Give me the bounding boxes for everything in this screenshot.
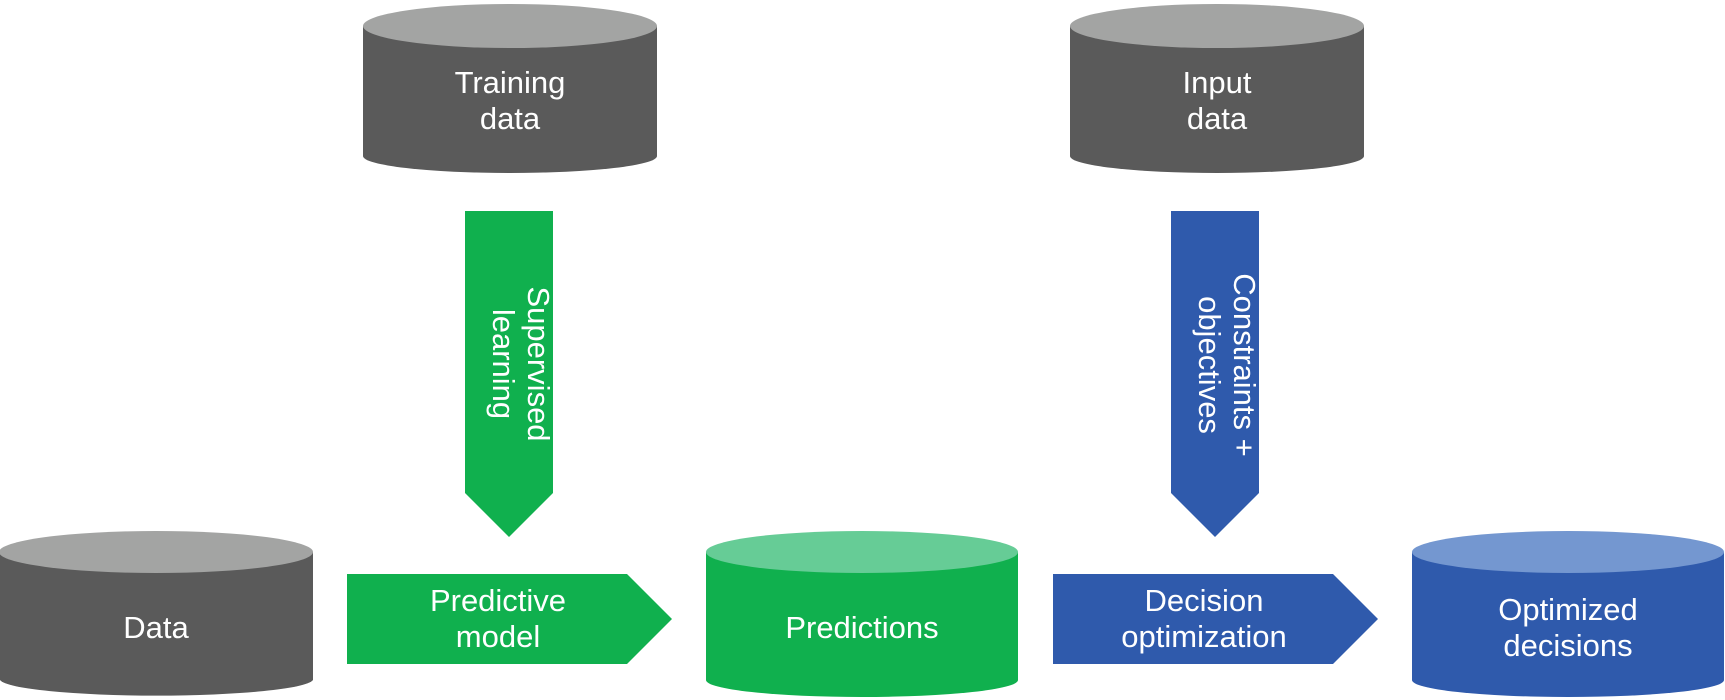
training-data-cylinder: Training data [363, 4, 657, 173]
predictions-cylinder-top [706, 531, 1018, 573]
decision-optimization-label-line2: optimization [1121, 619, 1286, 654]
input-data-label-line1: Input [1183, 65, 1252, 100]
optimized-decisions-label-line2: decisions [1503, 628, 1632, 663]
training-data-label-line2: data [480, 101, 541, 136]
supervised-learning-label-line2: learning [486, 309, 521, 419]
data-label: Data [123, 610, 189, 645]
optimized-decisions-cylinder-body [1412, 552, 1724, 697]
input-data-cylinder: Input data [1070, 4, 1364, 173]
predictions-label: Predictions [785, 610, 938, 645]
supervised-learning-label-line1: Supervised [521, 286, 556, 441]
constraints-objectives-label-line2: objectives [1192, 296, 1227, 434]
data-cylinder-body [0, 552, 313, 696]
input-data-cylinder-top [1070, 4, 1364, 48]
data-cylinder-top [0, 531, 313, 573]
training-data-cylinder-top [363, 4, 657, 48]
predictive-model-label-line2: model [456, 619, 540, 654]
training-data-label-line1: Training [455, 65, 566, 100]
constraints-objectives-label-line1: Constraints + [1227, 273, 1262, 457]
supervised-learning-arrow: Supervised learning [465, 211, 556, 537]
constraints-objectives-arrow: Constraints + objectives [1171, 211, 1262, 537]
optimized-decisions-cylinder-top [1412, 531, 1724, 573]
data-cylinder: Data [0, 531, 313, 696]
predictive-model-label-line1: Predictive [430, 583, 566, 618]
optimized-decisions-label-line1: Optimized [1498, 592, 1638, 627]
optimized-decisions-cylinder: Optimized decisions [1412, 531, 1724, 697]
input-data-label-line2: data [1187, 101, 1248, 136]
predictions-cylinder: Predictions [706, 531, 1018, 697]
right-arrow-icon [1053, 574, 1378, 664]
decision-optimization-arrow: Decision optimization [1053, 574, 1378, 664]
training-data-cylinder-body [363, 26, 657, 173]
down-arrow-icon [1171, 211, 1259, 537]
predictions-cylinder-body [706, 552, 1018, 697]
input-data-cylinder-body [1070, 26, 1364, 173]
decision-optimization-label-line1: Decision [1145, 583, 1264, 618]
down-arrow-icon [465, 211, 553, 537]
right-arrow-icon [347, 574, 672, 664]
predictive-model-arrow: Predictive model [347, 574, 672, 664]
